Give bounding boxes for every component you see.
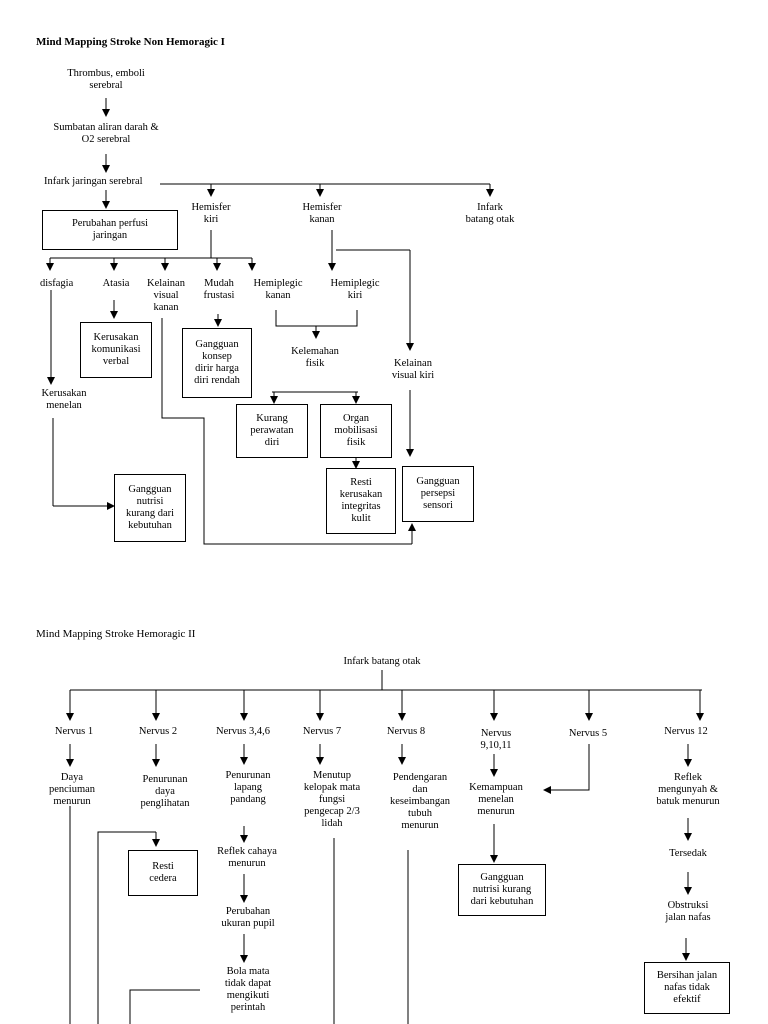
node-nervus-12: Nervus 12 <box>664 726 708 737</box>
box-kurang-perawatan-diri: Kurang perawatan diri <box>236 404 308 458</box>
node-nervus-3-4-6: Nervus 3,4,6 <box>216 726 270 737</box>
node-kelainan-visual-kanan: Kelainan visual kanan <box>147 278 185 313</box>
node-reflek-cahaya: Reflek cahaya menurun <box>217 846 277 869</box>
node-nervus-8: Nervus 8 <box>386 726 426 737</box>
box-resti-cedera: Resti cedera <box>128 850 198 896</box>
box-gangguan-konsep-diri: Gangguan konsep dirir harga diri rendah <box>182 328 252 398</box>
node-disfagia: disfagia <box>40 278 74 289</box>
node-penurunan-penglihatan: Penurunan daya penglihatan <box>140 774 190 809</box>
node-tersedak: Tersedak <box>669 848 707 859</box>
node-hemisfer-kiri: Hemisfer kiri <box>191 202 231 225</box>
node-kerusakan-menelan: Kerusakan menelan <box>41 388 87 411</box>
node-hemiplegic-kanan: Hemiplegic kanan <box>253 278 303 301</box>
node-perubahan-pupil: Perubahan ukuran pupil <box>221 906 275 929</box>
box-perubahan-perfusi: Perubahan perfusi jaringan <box>42 210 178 250</box>
box-gangguan-persepsi-sensori: Gangguan persepsi sensori <box>402 466 474 522</box>
node-bola-mata: Bola mata tidak dapat mengikuti perintah <box>224 966 272 1013</box>
node-infark-batang-otak: Infark batang otak <box>465 202 515 225</box>
node-nervus-2: Nervus 2 <box>138 726 178 737</box>
box-gangguan-nutrisi: Gangguan nutrisi kurang dari kebutuhan <box>114 474 186 542</box>
box-bersihan-jalan-nafas: Bersihan jalan nafas tidak efektif <box>644 962 730 1014</box>
node-nervus-7: Nervus 7 <box>302 726 342 737</box>
node-obstruksi: Obstruksi jalan nafas <box>665 900 711 923</box>
node-nervus-5: Nervus 5 <box>568 728 608 739</box>
node-thrombus: Thrombus, emboli serebral <box>67 68 145 91</box>
node-pendengaran: Pendengaran dan keseimbangan tubuh menur… <box>389 772 451 831</box>
node-sumbatan: Sumbatan aliran darah & O2 serebral <box>53 122 159 145</box>
node-kelemahan-fisik: Kelemahan fisik <box>291 346 339 369</box>
node-kemampuan-menelan: Kemampuan menelan menurun <box>469 782 523 817</box>
title-hemoragic: Mind Mapping Stroke Hemoragic II <box>36 628 196 640</box>
box-organ-mobilisasi: Organ mobilisasi fisik <box>320 404 392 458</box>
node-nervus-1: Nervus 1 <box>54 726 94 737</box>
node-infark-jaringan: Infark jaringan serebral <box>44 176 143 187</box>
node-menutup-kelopak: Menutup kelopak mata fungsi pengecap 2/3… <box>303 770 361 829</box>
node-atasia: Atasia <box>102 278 130 289</box>
node-hemisfer-kanan: Hemisfer kanan <box>302 202 342 225</box>
node-reflek-mengunyah: Reflek mengunyah & batuk menurun <box>656 772 720 807</box>
box-kerusakan-komunikasi: Kerusakan komunikasi verbal <box>80 322 152 378</box>
box-resti-kerusakan-kulit: Resti kerusakan integritas kulit <box>326 468 396 534</box>
node-penurunan-lapang-pandang: Penurunan lapang pandang <box>225 770 271 805</box>
node-nervus-9-10-11: Nervus 9,10,11 <box>480 728 512 751</box>
node-daya-penciuman: Daya penciuman menurun <box>48 772 96 807</box>
title-non-hemoragic: Mind Mapping Stroke Non Hemoragic I <box>36 36 225 48</box>
box-gangguan-nutrisi-2: Gangguan nutrisi kurang dari kebutuhan <box>458 864 546 916</box>
node-kelainan-visual-kiri: Kelainan visual kiri <box>391 358 435 381</box>
node-mudah-frustasi: Mudah frustasi <box>203 278 235 301</box>
node-infark-batang-otak-2: Infark batang otak <box>343 656 421 667</box>
node-hemiplegic-kiri: Hemiplegic kiri <box>330 278 380 301</box>
